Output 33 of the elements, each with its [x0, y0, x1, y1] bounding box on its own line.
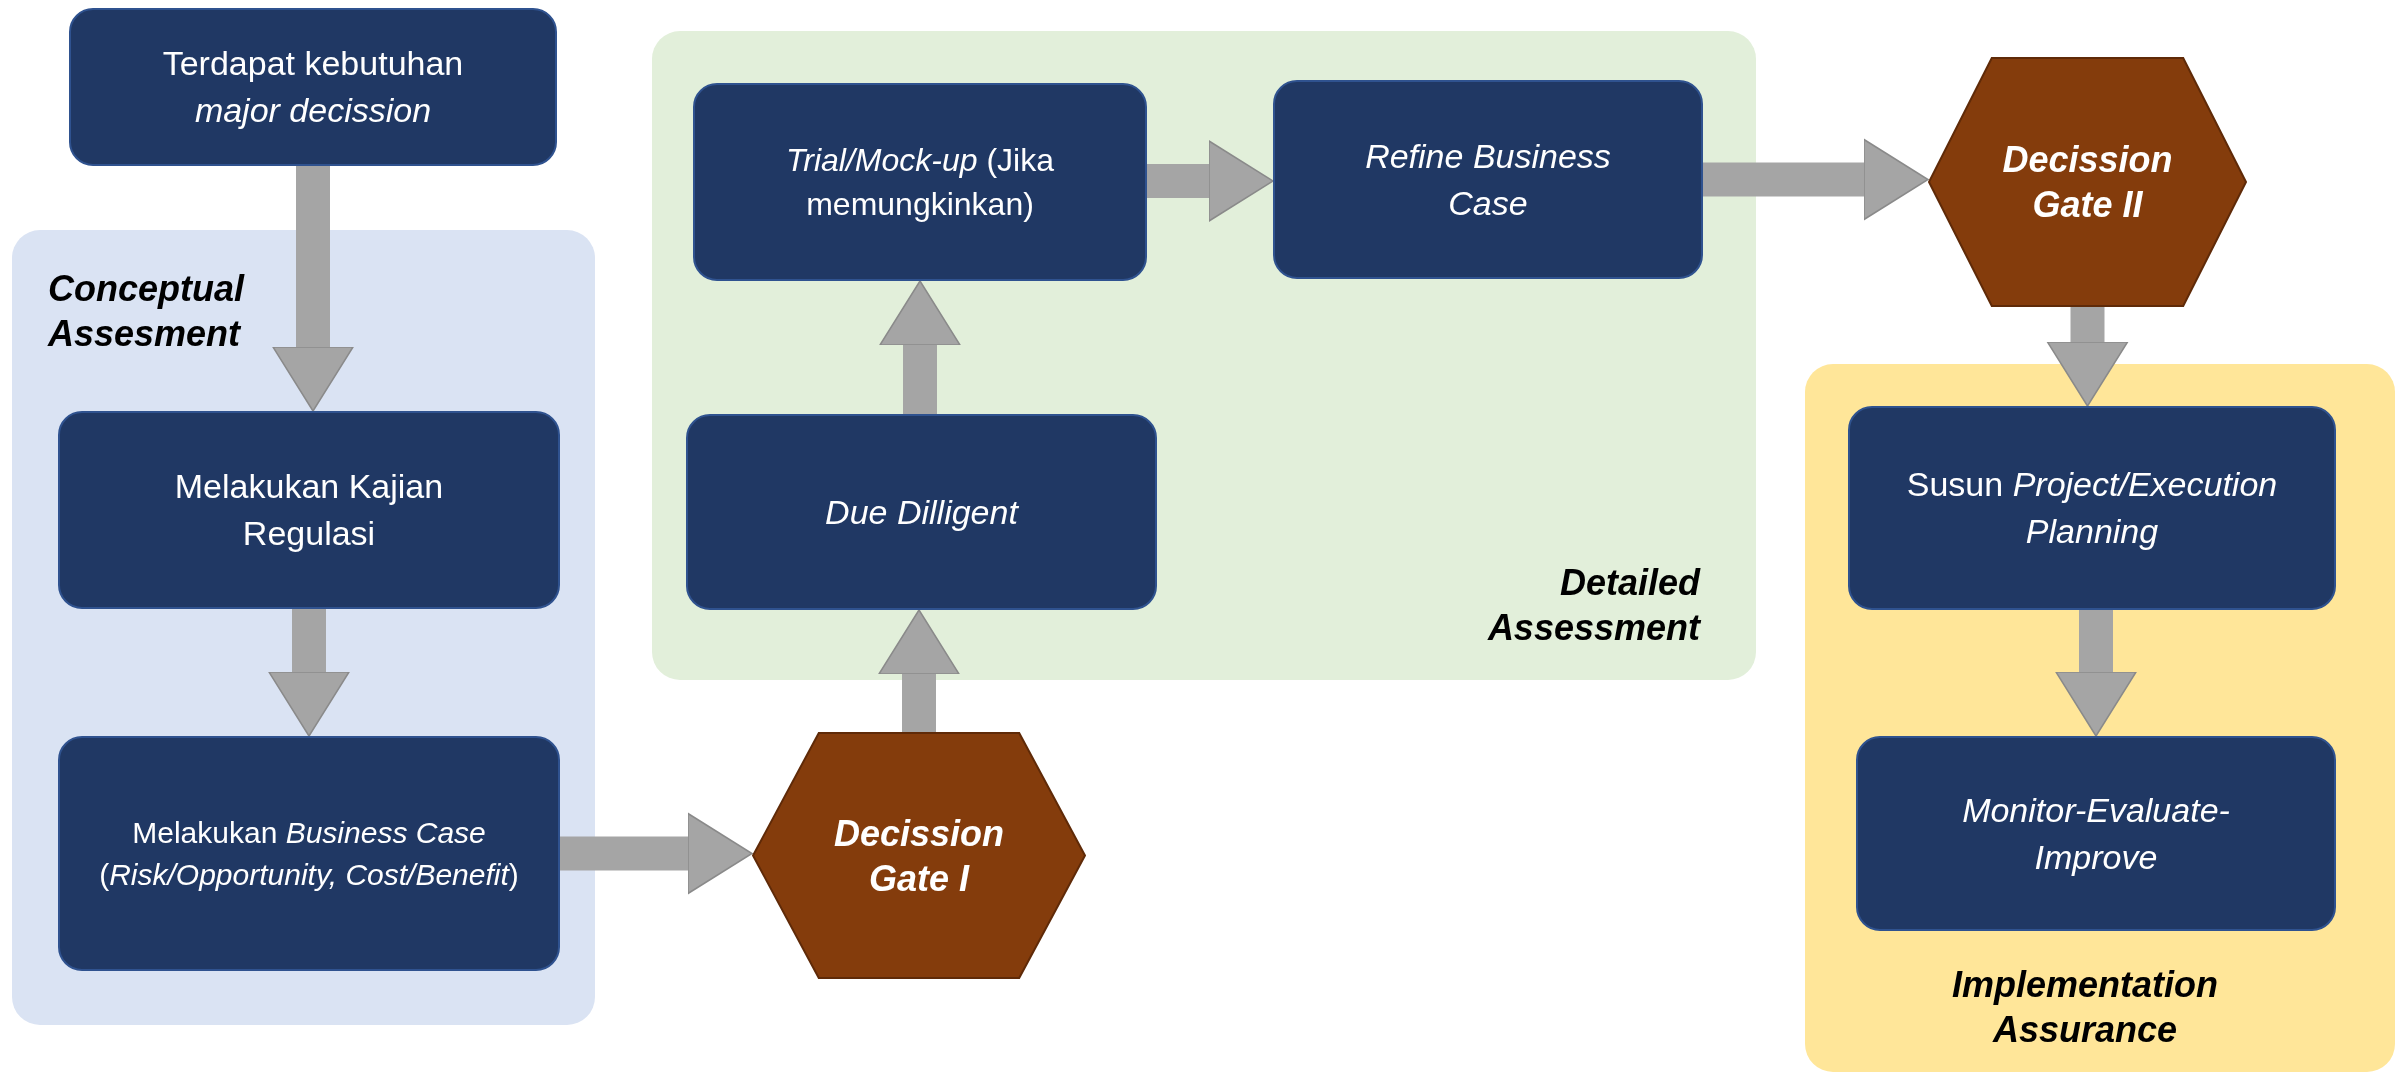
- step-label: Terdapat kebutuhan major decission: [161, 43, 465, 131]
- block-arrow: [878, 609, 960, 732]
- process-box: [686, 414, 1157, 610]
- phase-panel: [12, 230, 595, 1025]
- block-arrow: [268, 609, 350, 737]
- step-label: Refine Business Case: [1364, 135, 1612, 224]
- step-label: Monitor-Evaluate-Improve: [1961, 789, 2231, 878]
- phase-title: Detailed Assessment: [1486, 561, 1700, 650]
- block-arrow: [272, 166, 354, 412]
- phase-title: Conceptual Assesment: [48, 267, 246, 356]
- process-box: [1273, 80, 1703, 279]
- decision-label: Decission Gate II: [2001, 138, 2174, 227]
- process-box: [58, 736, 560, 971]
- block-arrow: [1703, 138, 1929, 221]
- process-box: [1848, 406, 2336, 610]
- block-arrow: [1147, 140, 1274, 222]
- process-box: [69, 8, 557, 166]
- step-label: Susun Project/Execution Planning: [1905, 464, 2279, 552]
- block-arrow: [879, 280, 961, 414]
- step-label: Melakukan Kajian Regulasi: [173, 466, 445, 554]
- step-label: Due Dilligent: [825, 491, 1018, 533]
- phase-panel: [1805, 364, 2395, 1072]
- decision-label: Decission Gate I: [832, 811, 1006, 901]
- block-arrow: [560, 812, 753, 895]
- step-label: Melakukan Business Case (Risk/Opportunity, Cost/Benefit): [98, 815, 520, 893]
- process-box: [58, 411, 560, 609]
- phase-title: Implementation Assurance: [1951, 963, 2219, 1052]
- block-arrow: [2055, 610, 2137, 737]
- process-box: [1856, 736, 2336, 931]
- step-label: Trial/Mock-up (Jika memungkinkan): [785, 141, 1055, 224]
- process-box: [693, 83, 1147, 281]
- block-arrow: [2046, 307, 2129, 407]
- phase-panel: [652, 31, 1756, 680]
